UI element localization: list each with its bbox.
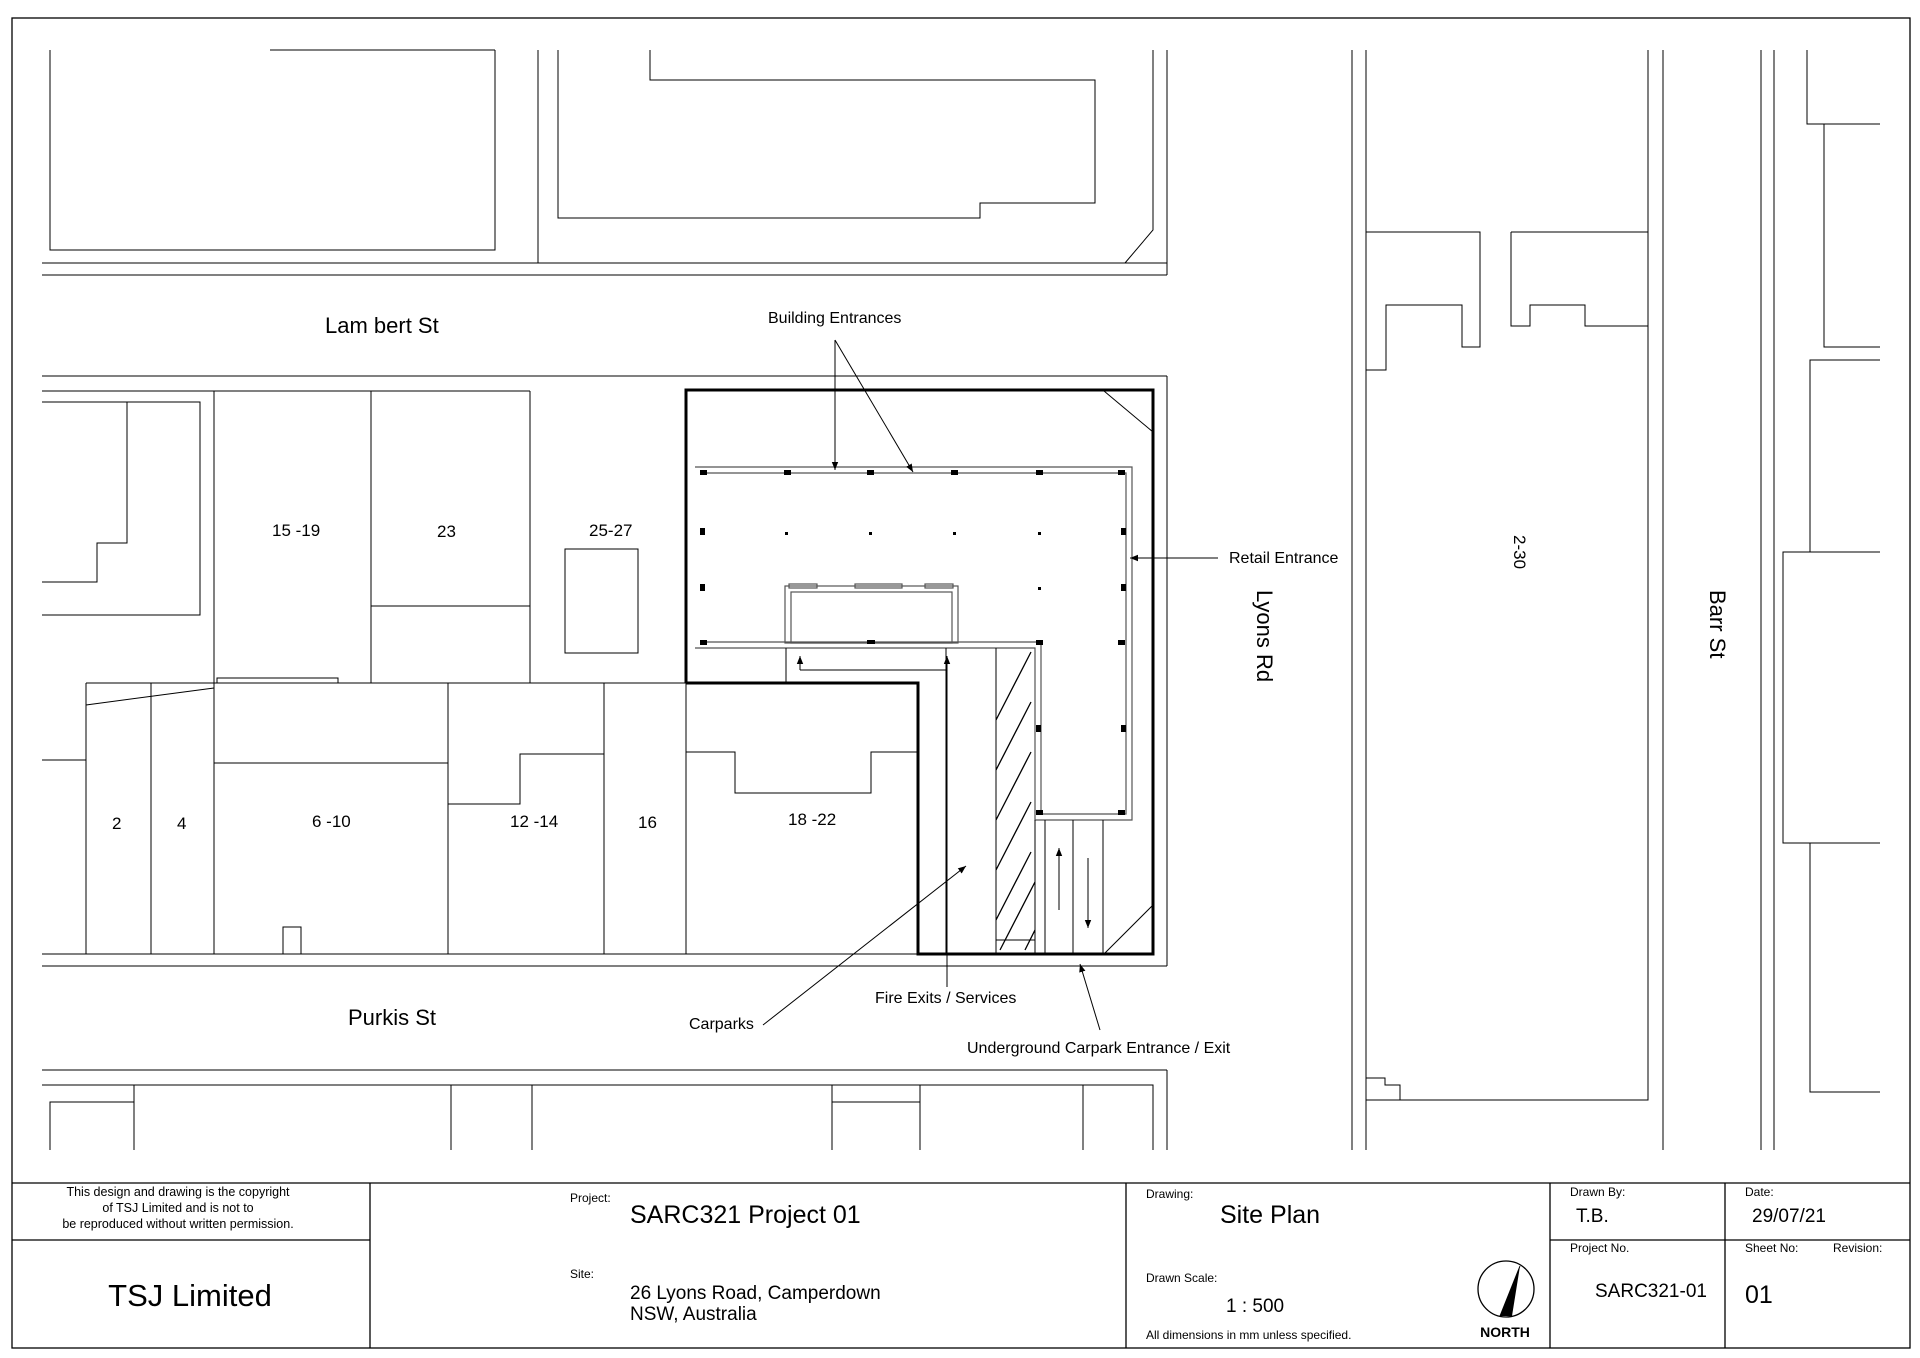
street-label-lambert: Lam bert St — [325, 313, 439, 338]
date-value: 29/07/21 — [1752, 1206, 1826, 1227]
project-label: Project: — [570, 1191, 611, 1205]
project-value: SARC321 Project 01 — [630, 1201, 861, 1229]
lot-label: 18 -22 — [788, 810, 836, 829]
lot-label: 16 — [638, 813, 657, 832]
date-label: Date: — [1745, 1185, 1774, 1199]
scale-value: 1 : 500 — [1226, 1296, 1284, 1317]
site-label: Site: — [570, 1267, 594, 1281]
site-address-line2: NSW, Australia — [630, 1304, 757, 1325]
sheet-border — [11, 17, 1911, 1349]
site-address-line1: 26 Lyons Road, Camperdown — [630, 1283, 881, 1304]
title-block — [12, 1183, 1910, 1348]
street-label-purkis: Purkis St — [348, 1005, 436, 1030]
project-no-label: Project No. — [1570, 1241, 1629, 1255]
drawing-value: Site Plan — [1220, 1201, 1320, 1229]
annotation-leaders — [762, 339, 1218, 1031]
drawing-label: Drawing: — [1146, 1187, 1193, 1201]
lot-label: 2 — [112, 814, 121, 833]
column-markers — [700, 470, 1126, 815]
copyright-notice: be reproduced without written permission… — [62, 1217, 293, 1231]
lot-label: 4 — [177, 814, 186, 833]
annotation-carparks: Carparks — [689, 1016, 754, 1033]
lot-label: 15 -19 — [272, 521, 320, 540]
north-arrow-icon — [1477, 1260, 1535, 1318]
sheet-value: 01 — [1745, 1281, 1773, 1309]
annotation-retail-entrance: Retail Entrance — [1229, 550, 1338, 567]
scale-label: Drawn Scale: — [1146, 1271, 1217, 1285]
project-no-value: SARC321-01 — [1595, 1281, 1707, 1302]
annotation-underground-carpark: Underground Carpark Entrance / Exit — [967, 1040, 1231, 1057]
middle-block — [42, 375, 1168, 967]
copyright-notice: of TSJ Limited and is not to — [102, 1201, 253, 1215]
lot-label: 2-30 — [1510, 535, 1529, 569]
lot-label: 6 -10 — [312, 812, 351, 831]
copyright-notice: This design and drawing is the copyright — [66, 1185, 290, 1199]
sheet-label: Sheet No: — [1745, 1241, 1798, 1255]
drawn-by-label: Drawn By: — [1570, 1185, 1625, 1199]
south-blocks — [42, 1069, 1168, 1150]
street-label-barr: Barr St — [1705, 590, 1730, 658]
carpark-area — [785, 648, 1104, 954]
street-label-lyons: Lyons Rd — [1252, 590, 1277, 682]
north-blocks — [42, 49, 1168, 276]
lot-label: 23 — [437, 522, 456, 541]
company-name: TSJ Limited — [108, 1278, 272, 1313]
drawn-by-value: T.B. — [1576, 1206, 1609, 1227]
north-label: NORTH — [1480, 1324, 1530, 1340]
site-boundary — [684, 388, 1155, 956]
lot-label: 12 -14 — [510, 812, 558, 831]
east-blocks — [1351, 50, 1880, 1150]
annotation-fire-exits: Fire Exits / Services — [875, 990, 1016, 1007]
dimensions-note: All dimensions in mm unless specified. — [1146, 1328, 1351, 1342]
revision-label: Revision: — [1833, 1241, 1882, 1255]
annotation-building-entrances: Building Entrances — [768, 310, 901, 327]
lot-label: 25-27 — [589, 521, 632, 540]
building-footprint — [695, 466, 1133, 821]
